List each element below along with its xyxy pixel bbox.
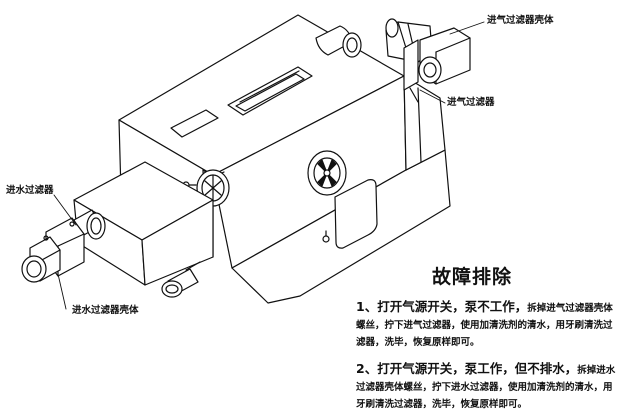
top-nameplate [227,66,313,116]
troubleshooting-step-1: 1、打开气源开关，泵不工作，拆掉进气过滤器壳体螺丝，拧下进气过滤器，使用加清洗剂… [356,298,618,351]
troubleshooting-section: 故障排除 1、打开气源开关，泵不工作，拆掉进气过滤器壳体螺丝，拧下进气过滤器，使… [356,262,618,413]
step-2-text: 拆掉进水过滤器壳体螺丝，拧下进水过滤器，使用加清洗剂的清水，用牙刷清洗过滤器，洗… [356,365,616,410]
troubleshooting-title: 故障排除 [431,266,512,288]
label-air-filter-housing: 进气过滤器壳体 [487,15,554,26]
air-filter-assembly [385,18,471,103]
top-inlet-stub [315,25,362,58]
top-small-window [170,109,219,138]
step-1-lead: 1、打开气源开关，泵不工作， [356,299,528,314]
label-water-filter-housing: 进水过滤器壳体 [72,305,139,316]
label-air-filter: 进气过滤器 [447,97,495,108]
water-filter-assembly [21,209,106,283]
bottom-outlet [161,268,199,298]
step-2-lead: 2、打开气源开关，泵工作，但不排水， [356,361,578,376]
side-access-panel [334,179,378,249]
troubleshooting-step-2: 2、打开气源开关，泵工作，但不排水，拆掉进水过滤器壳体螺丝，拧下进水过滤器，使用… [356,360,618,413]
label-water-filter: 进水过滤器 [6,185,54,196]
leader-lines [53,21,485,310]
step-1-text: 拆掉进气过滤器壳体螺丝，拧下进气过滤器，使用加清洗剂的清水，用牙刷清洗过滤器，洗… [356,303,613,348]
side-gauge [307,150,347,196]
